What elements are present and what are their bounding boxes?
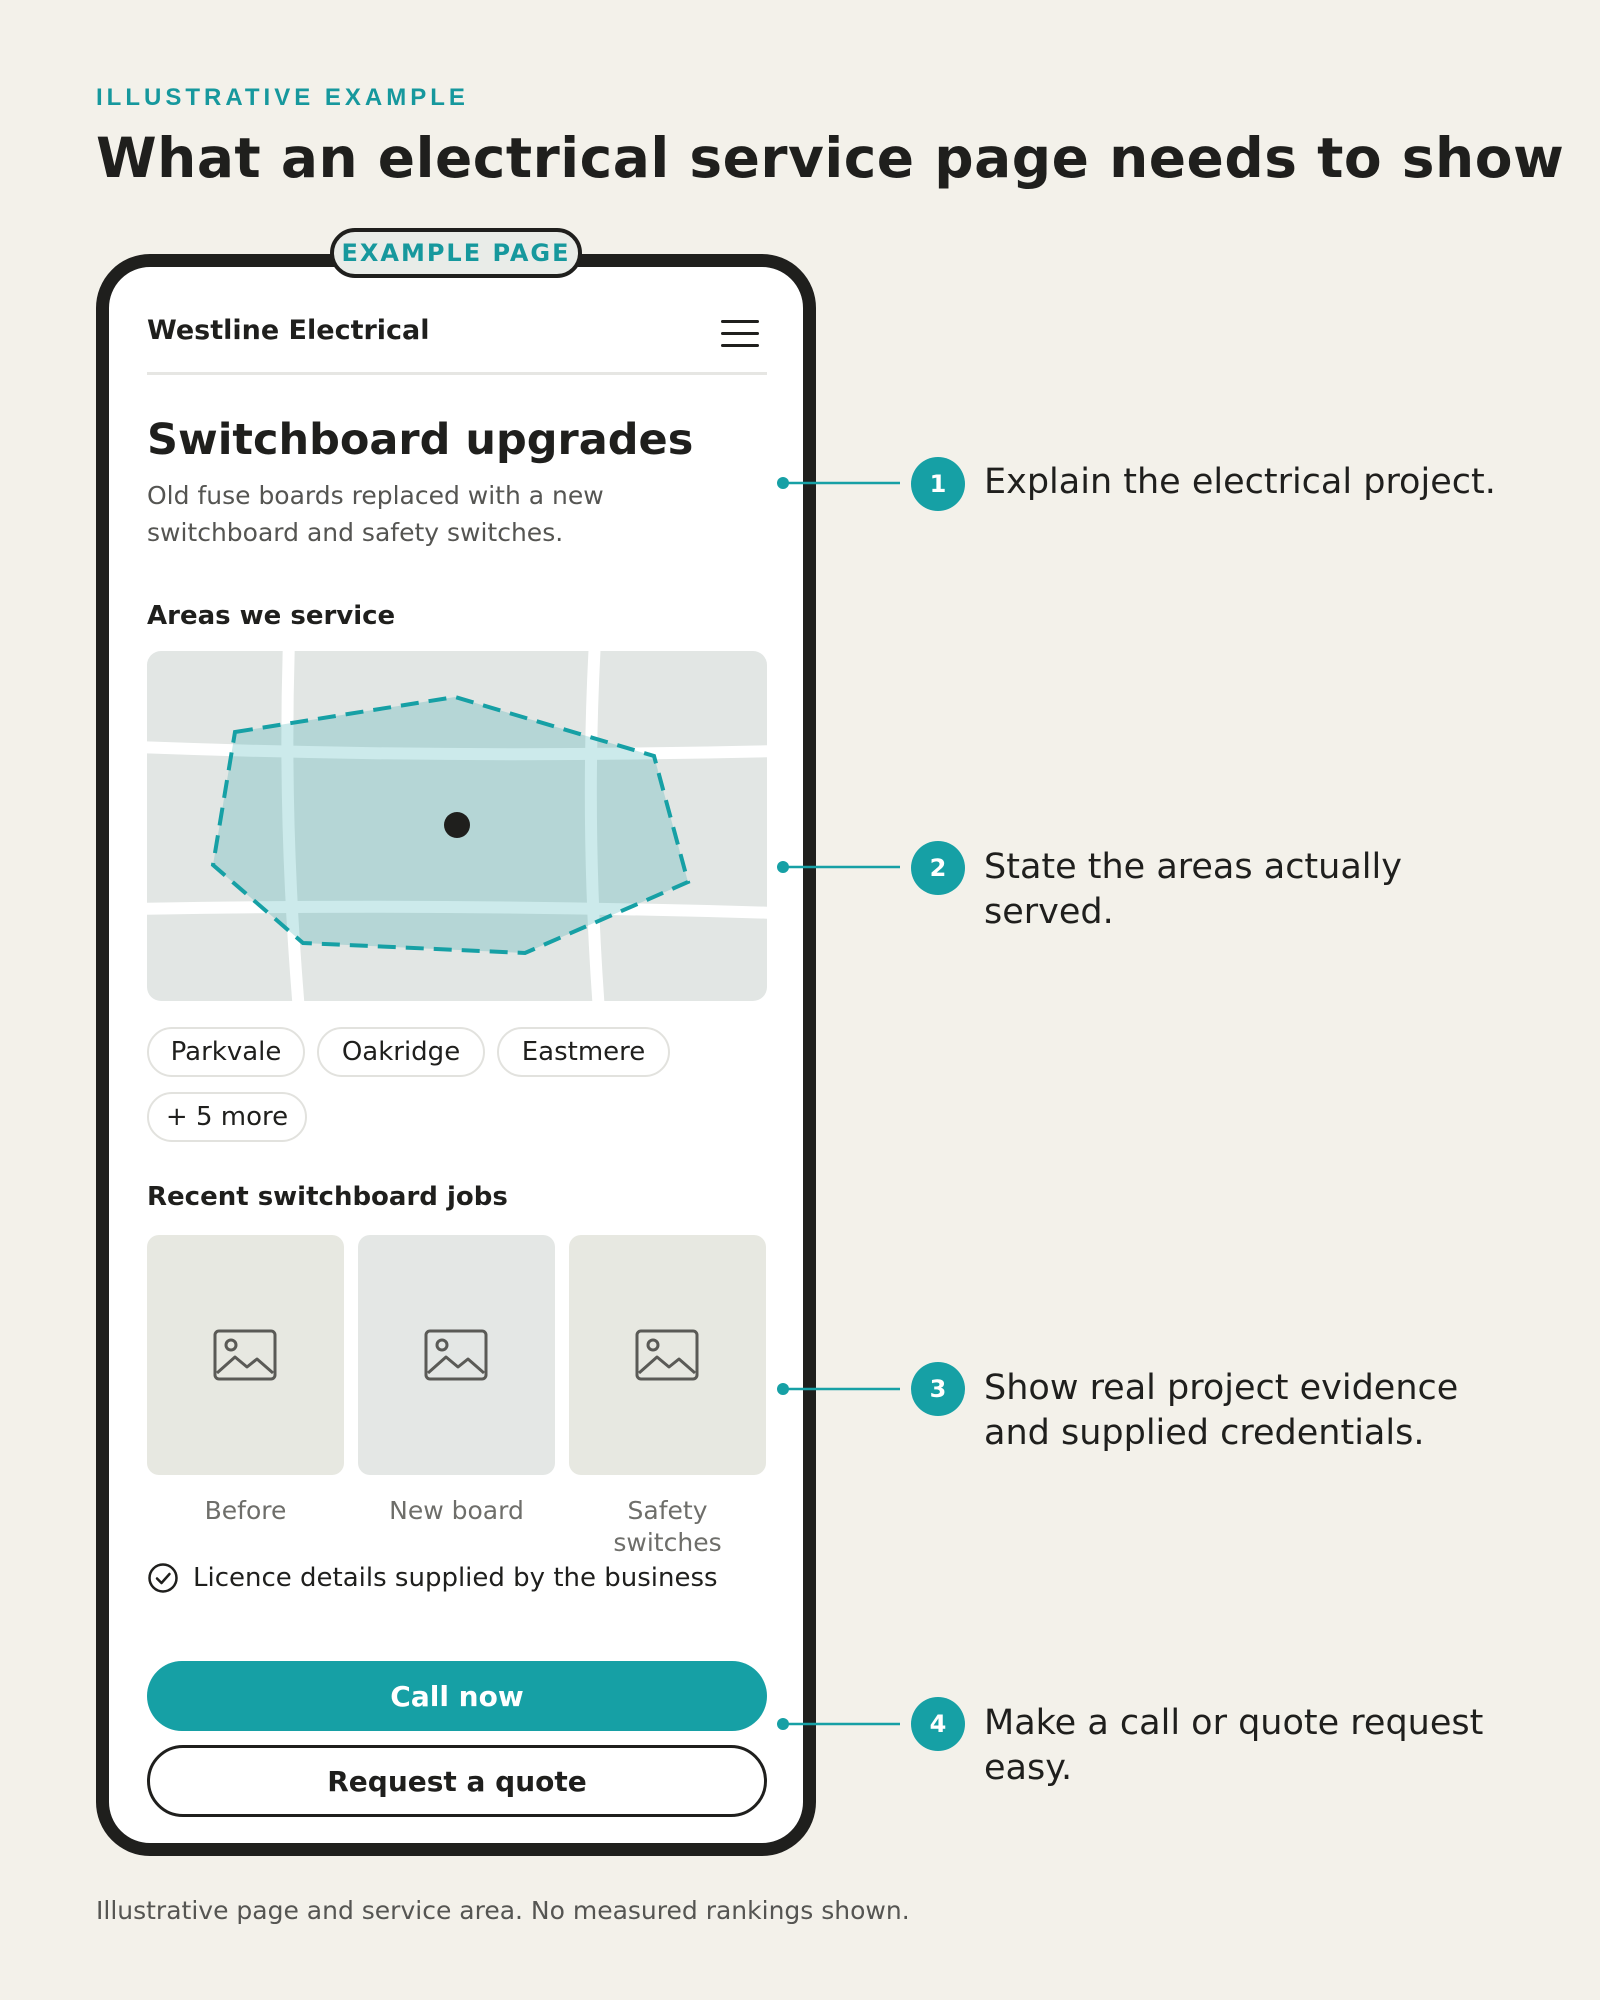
check-circle-icon xyxy=(148,1563,178,1593)
callout-connector xyxy=(777,1718,900,1730)
page-heading: Switchboard upgrades xyxy=(147,415,694,465)
example-page-badge: EXAMPLE PAGE xyxy=(330,228,582,278)
licence-row: Licence details supplied by the business xyxy=(147,1561,718,1595)
map-road xyxy=(147,741,767,761)
callout-connector xyxy=(777,1383,900,1395)
area-chip[interactable]: Eastmere xyxy=(497,1027,670,1077)
phone-screen: Westline Electrical Switchboard upgrades… xyxy=(109,267,803,1843)
brand-name[interactable]: Westline Electrical xyxy=(147,315,430,346)
job-caption: Before xyxy=(204,1496,287,1525)
job-photo-before[interactable] xyxy=(147,1235,344,1475)
area-chip[interactable]: Parkvale xyxy=(147,1027,305,1077)
service-area-map xyxy=(147,651,767,1001)
header-divider xyxy=(147,372,767,375)
job-caption: New board xyxy=(389,1496,524,1525)
callout-text: State the areas actually served. xyxy=(984,847,1402,932)
main-title: What an electrical service page needs to… xyxy=(96,126,1565,190)
callout-text: Show real project evidence and supplied … xyxy=(984,1368,1459,1453)
call-now-button[interactable]: Call now xyxy=(147,1661,767,1731)
more-areas-chip[interactable]: + 5 more xyxy=(147,1092,307,1142)
image-placeholder-icon xyxy=(635,1329,699,1381)
callout-connector xyxy=(777,861,900,873)
callout-text: Explain the electrical project. xyxy=(984,462,1496,502)
callout-text: Make a call or quote request easy. xyxy=(984,1703,1484,1788)
jobs-heading: Recent switchboard jobs xyxy=(147,1182,508,1212)
hamburger-menu-icon[interactable] xyxy=(721,320,759,348)
image-placeholder-icon xyxy=(424,1329,488,1381)
map-road xyxy=(584,651,605,1001)
page-description: Old fuse boards replaced with a new swit… xyxy=(147,481,604,547)
areas-heading: Areas we service xyxy=(147,601,396,631)
map-road xyxy=(147,900,767,919)
job-photo-new-board[interactable] xyxy=(358,1235,555,1475)
callout-number-badge: 3 xyxy=(911,1362,965,1416)
image-placeholder-icon xyxy=(213,1329,277,1381)
callout-connector xyxy=(777,477,900,489)
footnote: Illustrative page and service area. No m… xyxy=(96,1896,910,1925)
phone-mockup: Westline Electrical Switchboard upgrades… xyxy=(96,254,816,1856)
callout-number-badge: 4 xyxy=(911,1697,965,1751)
business-location-pin xyxy=(444,812,470,838)
job-caption: Safety switches xyxy=(613,1496,722,1557)
callout-number-badge: 2 xyxy=(911,841,965,895)
request-quote-button[interactable]: Request a quote xyxy=(147,1745,767,1817)
map-road xyxy=(281,651,305,1001)
job-photo-safety-switches[interactable] xyxy=(569,1235,766,1475)
area-chip[interactable]: Oakridge xyxy=(317,1027,485,1077)
eyebrow-label: ILLUSTRATIVE EXAMPLE xyxy=(96,84,469,111)
licence-text: Licence details supplied by the business xyxy=(193,1563,718,1593)
callout-number-badge: 1 xyxy=(911,457,965,511)
